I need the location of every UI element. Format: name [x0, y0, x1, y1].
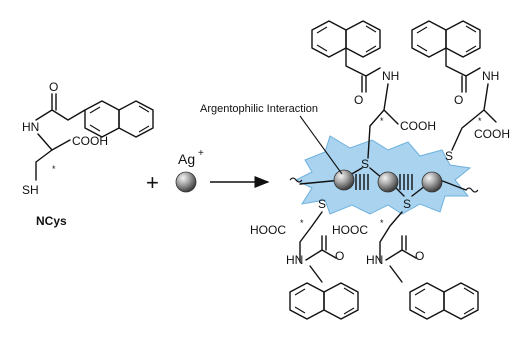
chiral-marker: * [300, 218, 304, 228]
ncys-molecule: O HN COOH * SH NCys [22, 80, 154, 228]
silver-charge: + [198, 148, 204, 159]
sulfur-label-bottom-right: S [403, 197, 411, 211]
chain-end-right [465, 187, 479, 193]
ligand-bottom-right: HOOC * HN O [332, 211, 479, 320]
ligand-top-left: O NH COOH * [311, 20, 436, 159]
carbonyl-oxygen-label: O [354, 93, 363, 107]
ligand-bottom-left: HOOC * HN O [250, 211, 359, 320]
acid-label: COOH [474, 127, 510, 141]
chiral-marker: * [380, 116, 384, 126]
sulfur-label-bottom-left: S [318, 197, 326, 211]
thiol-label: SH [22, 183, 39, 197]
silver-ball-icon [333, 169, 355, 191]
naphthalene-ring [84, 100, 154, 138]
carbonyl-oxygen-label: O [454, 93, 463, 107]
amide-label: HN [366, 253, 383, 267]
acid-label: COOH [72, 134, 108, 148]
plus-sign: + [146, 170, 159, 195]
carbonyl-oxygen-label: O [335, 249, 344, 263]
silver-complex: S S S S Argentophilic Interaction O NH C… [200, 20, 510, 320]
silver-ball-icon [421, 171, 443, 193]
carbonyl-oxygen-label: O [415, 249, 424, 263]
silver-symbol: Ag [178, 151, 195, 167]
interaction-pointer [299, 115, 343, 175]
amide-label: NH [482, 69, 499, 83]
chiral-marker: * [52, 164, 56, 174]
silver-ion: Ag + [175, 148, 204, 193]
sulfur-label-top-left: S [361, 157, 369, 171]
carbonyl-oxygen-label: O [49, 80, 58, 94]
acid-label: HOOC [332, 223, 368, 237]
argentophilic-dashes [355, 174, 413, 190]
interaction-label: Argentophilic Interaction [200, 103, 318, 115]
chain-end-left [289, 177, 303, 183]
chiral-marker: * [380, 218, 384, 228]
ncys-name: NCys [36, 214, 67, 228]
chiral-marker: * [478, 116, 482, 126]
sulfur-label-top-right: S [445, 149, 453, 163]
silver-ball-icon [377, 171, 399, 193]
ligand-top-right: O NH COOH * [411, 20, 510, 151]
silver-ball-icon [175, 171, 197, 193]
amide-label: HN [286, 253, 303, 267]
acid-label: COOH [400, 119, 436, 133]
amide-label: NH [382, 69, 399, 83]
acid-label: HOOC [250, 223, 286, 237]
amide-nh-label: HN [22, 120, 39, 134]
